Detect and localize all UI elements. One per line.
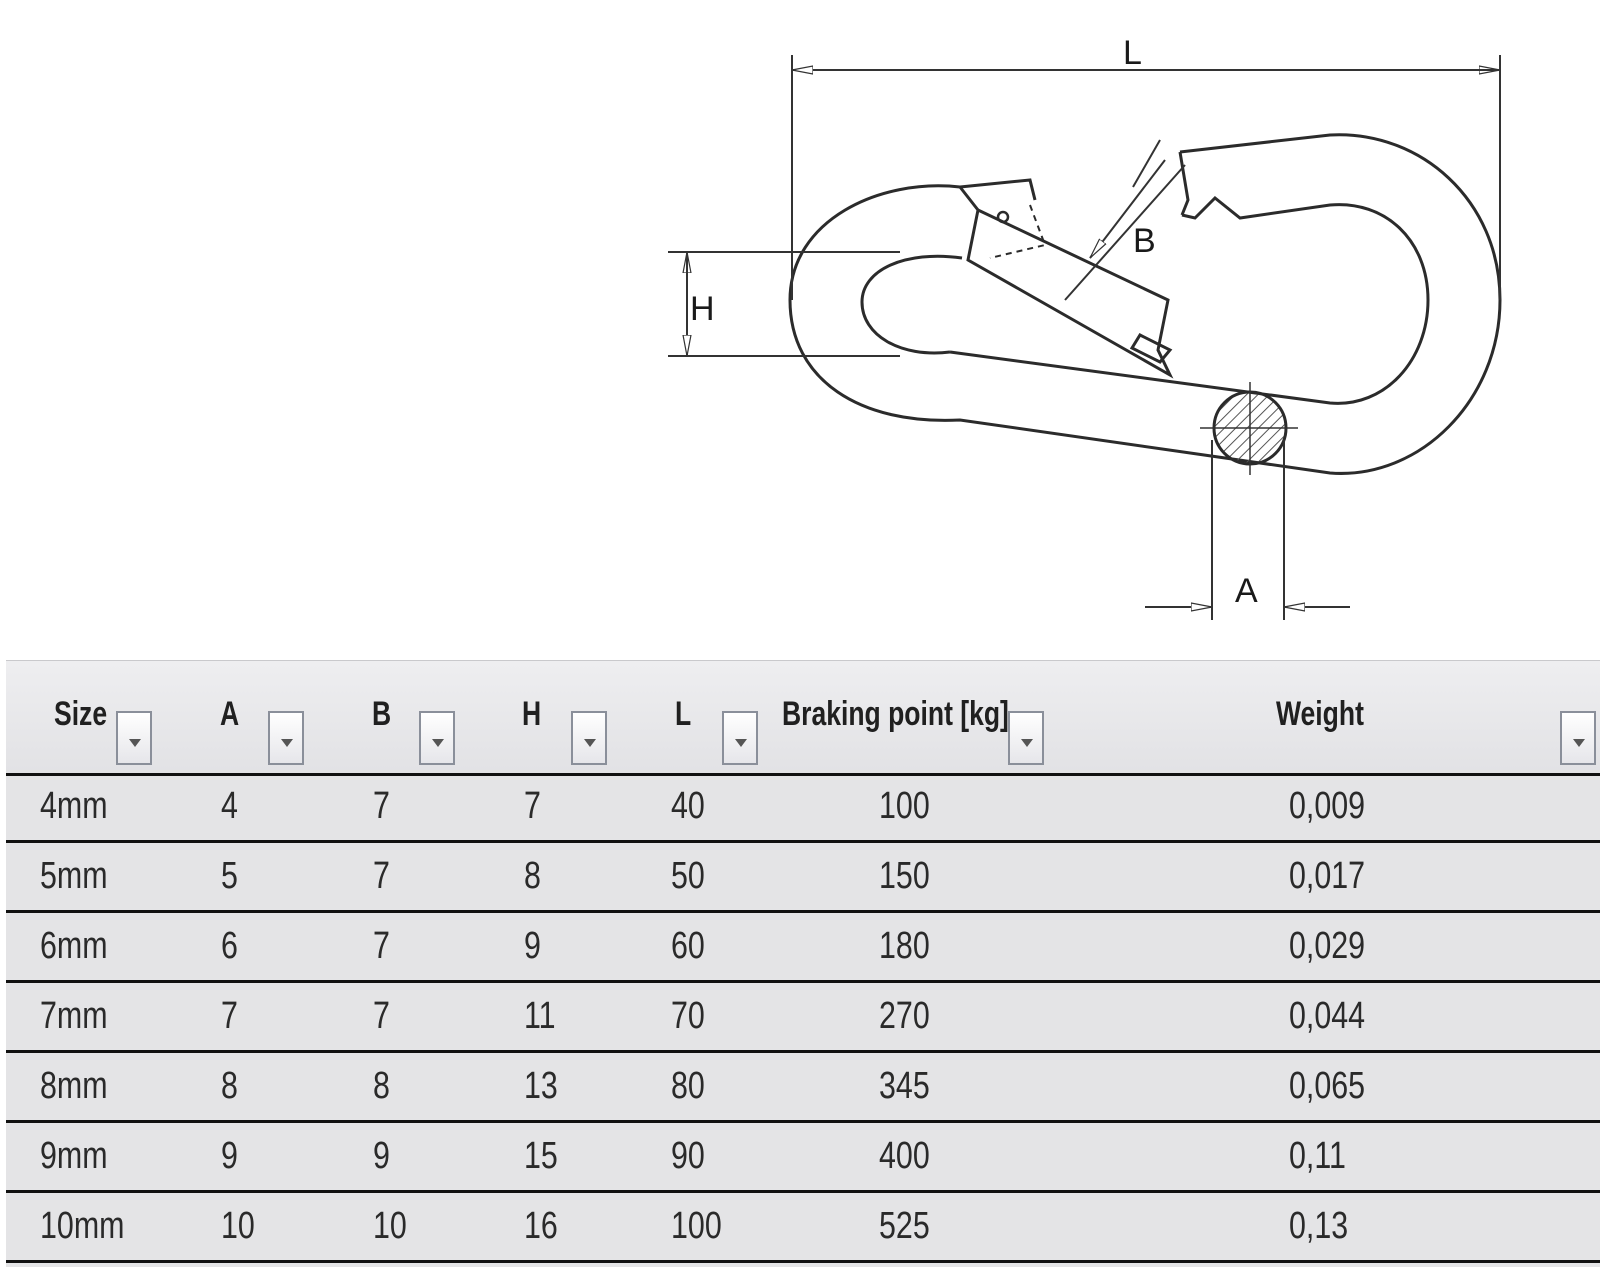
table-cell-b: 9	[373, 1135, 390, 1177]
table-cell-b: 7	[373, 995, 390, 1037]
spec-table: Size A B H L Braking point [kg] Weight 4…	[6, 660, 1600, 1267]
dimension-lines	[668, 55, 1501, 620]
chevron-down-icon	[584, 739, 596, 747]
dimension-label-H: H	[690, 290, 715, 328]
filter-dropdown-l[interactable]	[722, 711, 758, 765]
table-cell-size: 4mm	[40, 785, 108, 827]
column-label-size: Size	[54, 695, 108, 733]
chevron-down-icon	[1573, 739, 1585, 747]
table-header-row: Size A B H L Braking point [kg] Weight	[6, 661, 1600, 776]
column-label-l: L	[675, 695, 692, 733]
table-cell-braking-point: 270	[879, 995, 930, 1037]
table-cell-size: 10mm	[40, 1205, 125, 1247]
table-cell-a: 9	[221, 1135, 238, 1177]
table-cell-l: 70	[671, 995, 705, 1037]
table-cell-weight: 0,029	[1289, 925, 1366, 967]
table-row: 5mm 5 7 8 50 150 0,017	[6, 843, 1600, 913]
column-label-b: B	[372, 695, 392, 733]
table-row: 9mm 9 9 15 90 400 0,11	[6, 1123, 1600, 1193]
chevron-down-icon	[129, 739, 141, 747]
table-row: 7mm 7 7 11 70 270 0,044	[6, 983, 1600, 1053]
table-cell-size: 7mm	[40, 995, 108, 1037]
filter-dropdown-weight[interactable]	[1560, 711, 1596, 765]
table-cell-braking-point: 100	[879, 785, 930, 827]
table-cell-h: 7	[524, 785, 541, 827]
table-cell-weight: 0,017	[1289, 855, 1366, 897]
filter-dropdown-h[interactable]	[571, 711, 607, 765]
table-cell-b: 10	[373, 1205, 407, 1247]
table-row: 4mm 4 7 7 40 100 0,009	[6, 773, 1600, 843]
table-cell-braking-point: 150	[879, 855, 930, 897]
table-cell-a: 6	[221, 925, 238, 967]
filter-dropdown-size[interactable]	[116, 711, 152, 765]
table-cell-a: 5	[221, 855, 238, 897]
chevron-down-icon	[432, 739, 444, 747]
table-cell-braking-point: 525	[879, 1205, 930, 1247]
column-label-weight: Weight	[1276, 695, 1364, 733]
filter-dropdown-b[interactable]	[419, 711, 455, 765]
table-cell-l: 60	[671, 925, 705, 967]
carabiner-outline	[788, 133, 1502, 475]
carabiner-diagram: L B H A	[668, 34, 1502, 620]
table-cell-h: 11	[524, 995, 556, 1037]
column-label-a: A	[220, 695, 240, 733]
table-cell-a: 7	[221, 995, 238, 1037]
table-cell-weight: 0,065	[1289, 1065, 1366, 1107]
table-cell-h: 8	[524, 855, 541, 897]
table-cell-a: 4	[221, 785, 238, 827]
filter-dropdown-braking-point[interactable]	[1008, 711, 1044, 765]
table-cell-weight: 0,009	[1289, 785, 1366, 827]
table-cell-b: 8	[373, 1065, 390, 1107]
table-cell-size: 8mm	[40, 1065, 108, 1107]
table-cell-h: 13	[524, 1065, 558, 1107]
dimension-label-A: A	[1235, 572, 1258, 610]
table-cell-l: 90	[671, 1135, 705, 1177]
table-cell-weight: 0,044	[1289, 995, 1366, 1037]
table-cell-weight: 0,13	[1289, 1205, 1349, 1247]
table-cell-size: 9mm	[40, 1135, 108, 1177]
table-row: 8mm 8 8 13 80 345 0,065	[6, 1053, 1600, 1123]
filter-dropdown-a[interactable]	[268, 711, 304, 765]
table-cell-braking-point: 345	[879, 1065, 930, 1107]
table-cell-braking-point: 400	[879, 1135, 930, 1177]
column-label-h: H	[522, 695, 542, 733]
table-cell-l: 40	[671, 785, 705, 827]
table-cell-l: 100	[671, 1205, 722, 1247]
table-cell-a: 8	[221, 1065, 238, 1107]
table-cell-braking-point: 180	[879, 925, 930, 967]
table-cell-b: 7	[373, 925, 390, 967]
column-label-braking-point: Braking point [kg]	[782, 695, 1009, 733]
table-cell-b: 7	[373, 785, 390, 827]
table-cell-h: 9	[524, 925, 541, 967]
table-row: 6mm 6 7 9 60 180 0,029	[6, 913, 1600, 983]
chevron-down-icon	[281, 739, 293, 747]
table-cell-size: 6mm	[40, 925, 108, 967]
dimension-label-B: B	[1133, 222, 1156, 260]
table-cell-h: 15	[524, 1135, 558, 1177]
table-cell-b: 7	[373, 855, 390, 897]
table-row: 10mm 10 10 16 100 525 0,13	[6, 1193, 1600, 1263]
table-cell-l: 80	[671, 1065, 705, 1107]
table-cell-size: 5mm	[40, 855, 108, 897]
table-cell-h: 16	[524, 1205, 558, 1247]
chevron-down-icon	[1021, 739, 1033, 747]
table-cell-l: 50	[671, 855, 705, 897]
table-cell-weight: 0,11	[1289, 1135, 1346, 1177]
table-cell-a: 10	[221, 1205, 255, 1247]
chevron-down-icon	[735, 739, 747, 747]
dimension-label-L: L	[1123, 34, 1142, 72]
